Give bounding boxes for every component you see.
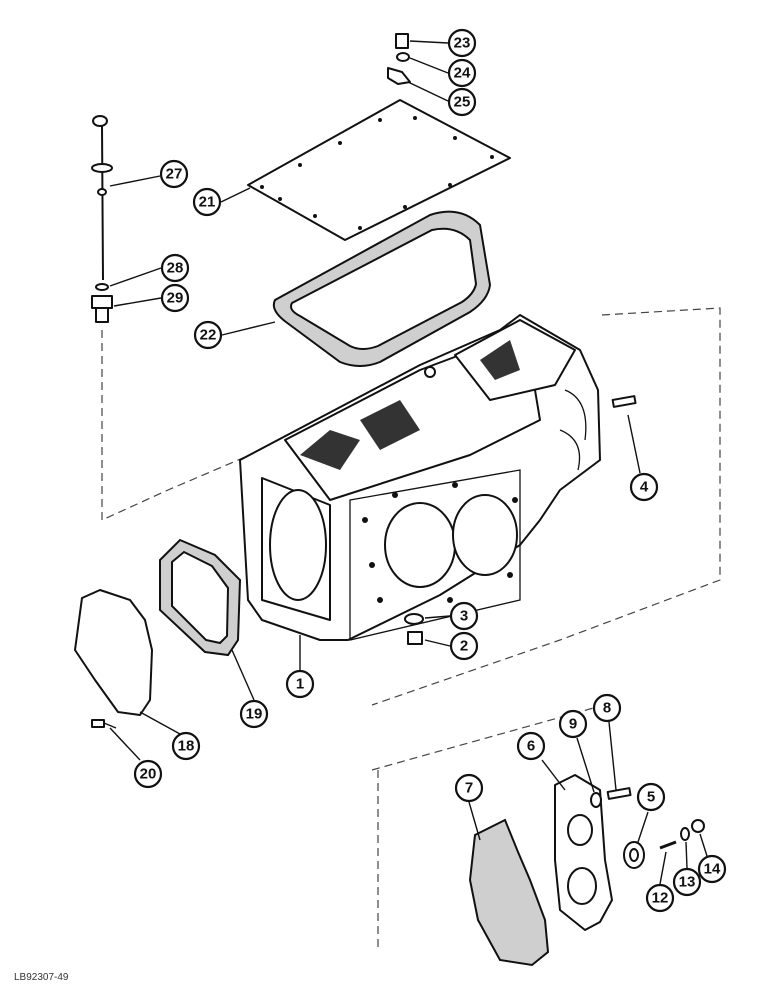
svg-text:19: 19 [246,706,263,723]
svg-text:14: 14 [704,861,721,878]
svg-text:21: 21 [199,194,216,211]
callout-6: 6 [516,731,546,761]
callout-1: 1 [285,669,315,699]
gasket-part-22 [272,210,492,367]
callout-22: 22 [193,320,223,350]
bolt-part-20 [91,719,117,729]
callout-13: 13 [672,867,702,897]
pin-part-12 [659,840,677,850]
callout-27: 27 [159,159,189,189]
bolt-part-8 [606,787,632,800]
callout-18: 18 [171,731,201,761]
svg-text:23: 23 [454,35,471,52]
svg-text:3: 3 [460,608,468,625]
stud-part-4 [611,395,637,408]
washer-part-3 [404,613,424,625]
callout-9: 9 [558,709,588,739]
svg-text:1: 1 [296,676,304,693]
svg-text:29: 29 [167,290,184,307]
callout-29: 29 [160,283,190,313]
alignment-line-top [101,330,251,521]
gasket-part-7 [468,818,550,967]
cover-plate-part-21 [247,99,511,241]
svg-text:2: 2 [460,638,468,655]
transmission-housing-part-1 [239,314,601,641]
callout-2: 2 [449,631,479,661]
svg-text:12: 12 [652,890,669,907]
svg-text:22: 22 [200,327,217,344]
callout-4: 4 [629,472,659,502]
callout-7: 7 [454,773,484,803]
callout-28: 28 [160,253,190,283]
bearing-part-5 [623,841,645,869]
svg-text:7: 7 [465,780,473,797]
nut-part-14 [691,819,705,833]
alignment-line-right [371,307,721,706]
plug-part-2 [407,631,423,645]
gasket-part-19 [159,538,242,657]
callout-23: 23 [447,28,477,58]
svg-text:9: 9 [569,716,577,733]
dipstick-part-27 [91,115,113,281]
callout-5: 5 [636,782,666,812]
alignment-line-bottom [371,699,623,950]
svg-text:8: 8 [603,700,611,717]
callout-21: 21 [192,187,222,217]
callout-8: 8 [592,693,622,723]
bearing-plate-part-6 [554,774,613,931]
washer-part-13 [680,827,690,841]
callout-3: 3 [449,601,479,631]
svg-text:5: 5 [647,789,655,806]
callout-12: 12 [645,883,675,913]
svg-text:28: 28 [167,260,184,277]
cover-part-18 [74,589,153,716]
svg-text:18: 18 [178,738,195,755]
washer-part-9 [590,792,602,808]
callout-25: 25 [447,87,477,117]
clip-part-25 [387,67,411,85]
callout-24: 24 [447,58,477,88]
svg-text:25: 25 [454,94,471,111]
bolt-part-23 [395,33,409,49]
nut-part-24 [396,52,410,62]
reference-code: LB92307-49 [14,972,69,983]
fitting-part-29 [91,295,113,323]
svg-text:4: 4 [640,479,649,496]
callout-20: 20 [133,759,163,789]
o-ring-part-28 [95,283,109,291]
leader-lines [109,40,708,885]
svg-text:27: 27 [166,166,183,183]
svg-text:24: 24 [454,65,471,82]
callout-14: 14 [697,854,727,884]
svg-text:13: 13 [679,874,696,891]
svg-text:6: 6 [527,738,535,755]
callout-19: 19 [239,699,269,729]
svg-text:20: 20 [140,766,157,783]
